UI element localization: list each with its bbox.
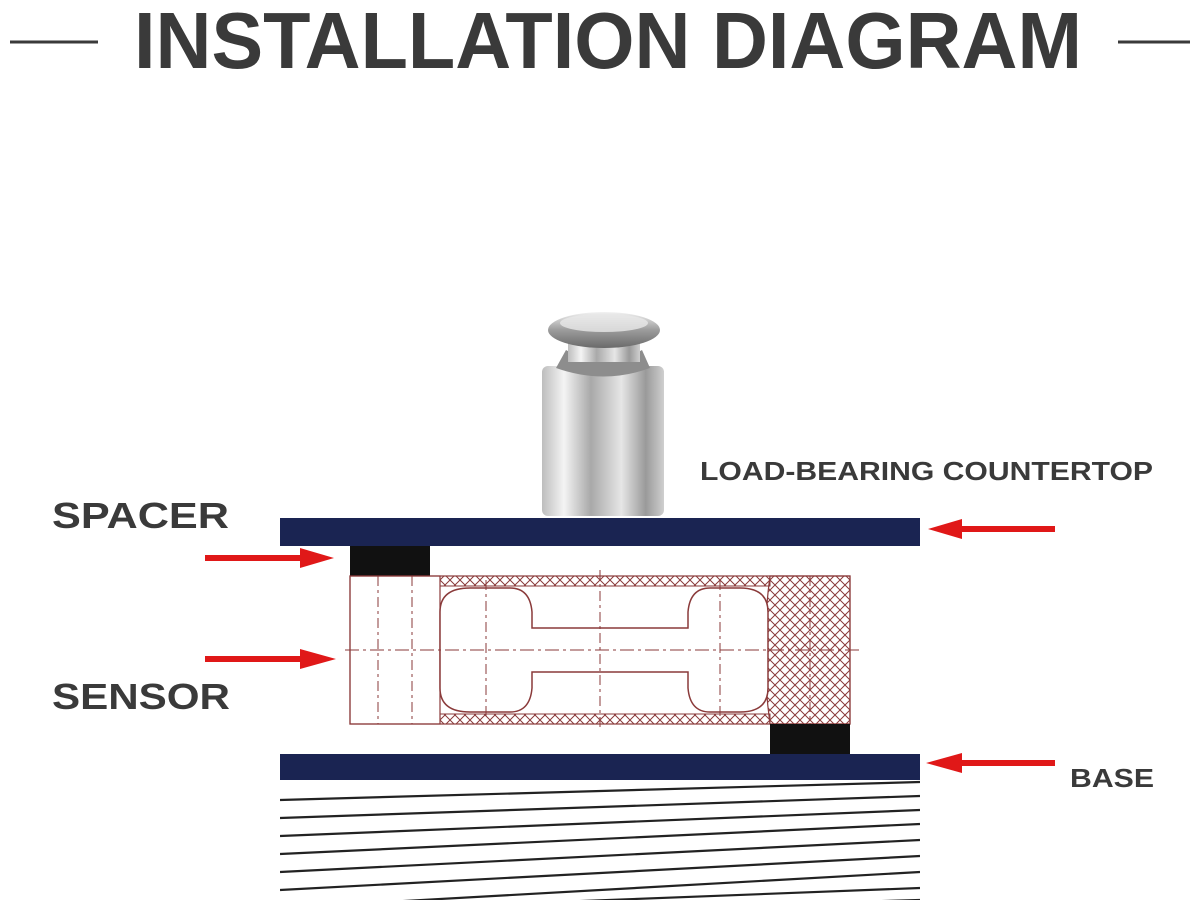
label-base: BASE <box>1070 763 1154 793</box>
countertop-plate <box>280 518 920 546</box>
title-group: INSTALLATION DIAGRAM <box>10 0 1190 85</box>
label-sensor: SENSOR <box>52 676 230 717</box>
label-countertop: LOAD-BEARING COUNTERTOP <box>700 456 1153 486</box>
arrow-spacer <box>205 548 334 568</box>
spacer-block <box>350 546 430 576</box>
label-spacer: SPACER <box>52 495 229 536</box>
arrow-countertop <box>928 519 1055 539</box>
ground-hatch <box>280 780 920 900</box>
calibration-weight-icon <box>542 312 664 516</box>
page-title: INSTALLATION DIAGRAM <box>134 0 1082 85</box>
base-plate <box>280 754 920 780</box>
sensor-load-cell <box>345 570 860 730</box>
arrow-base <box>926 753 1055 773</box>
spacer-block-bottom <box>770 724 850 754</box>
arrow-sensor <box>205 649 336 669</box>
